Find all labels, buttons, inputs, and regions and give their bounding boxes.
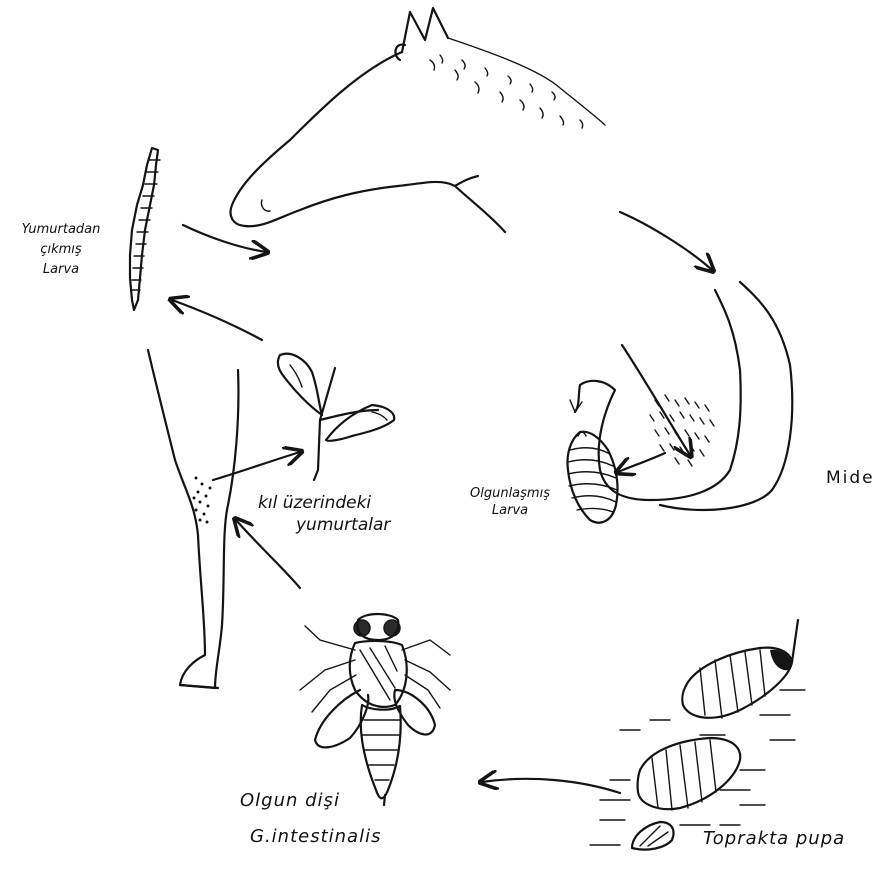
horse-head-illustration [231, 8, 605, 232]
label-hatched-larva: Yumurtadan çıkmış Larva [5, 220, 117, 280]
label-adult-female-line2: G.intestinalis [240, 819, 381, 855]
arrow-eggs-to-larva [172, 300, 262, 340]
label-eggs-line1: kıl üzerindeki [258, 493, 371, 513]
horse-leg-illustration [148, 350, 238, 688]
label-pupa-in-soil: Toprakta pupa [703, 830, 845, 848]
mature-larva-illustration [568, 432, 618, 523]
label-mature-larva: Olgunlaşmış Larva [458, 485, 562, 519]
hatched-larva-illustration [130, 148, 160, 310]
adult-fly-illustration [300, 614, 450, 805]
arrow-pupa-to-fly [482, 779, 620, 793]
label-eggs-line2: yumurtalar [258, 514, 390, 536]
label-adult-female-line1: Olgun dişi [240, 790, 340, 811]
arrow-stomach-to-larva [618, 453, 665, 472]
cycle-arrows [172, 212, 712, 793]
label-mature-larva-line2: Larva [492, 503, 528, 518]
label-hatched-larva-line1: Yumurtadan [22, 222, 101, 237]
arrow-larva-to-mouth [183, 225, 266, 252]
label-eggs-on-hair: kıl üzerindeki yumurtalar [258, 492, 390, 536]
label-hatched-larva-line3: Larva [43, 262, 79, 277]
hair-with-eggs-illustration [278, 354, 394, 480]
label-adult-female: Olgun dişi G.intestinalis [240, 783, 381, 855]
pupa-illustration [590, 620, 805, 850]
arrow-head-to-stomach [620, 212, 712, 270]
label-hatched-larva-line2: çıkmış [40, 242, 81, 257]
label-stomach: Mide [826, 470, 875, 487]
arrow-larva-to-pupa [622, 345, 690, 455]
arrow-leg-to-eggs [213, 452, 300, 480]
stomach-illustration [570, 282, 792, 510]
label-mature-larva-line1: Olgunlaşmış [470, 486, 550, 501]
